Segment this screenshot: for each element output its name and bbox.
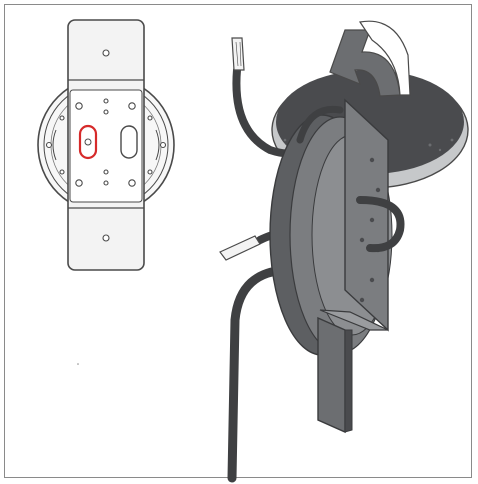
- plate-slot: [121, 126, 137, 158]
- speck: [77, 363, 79, 365]
- highlighted-slot: [80, 126, 96, 158]
- installation-panel: [220, 21, 468, 478]
- mounting-plate-panel: [38, 20, 174, 270]
